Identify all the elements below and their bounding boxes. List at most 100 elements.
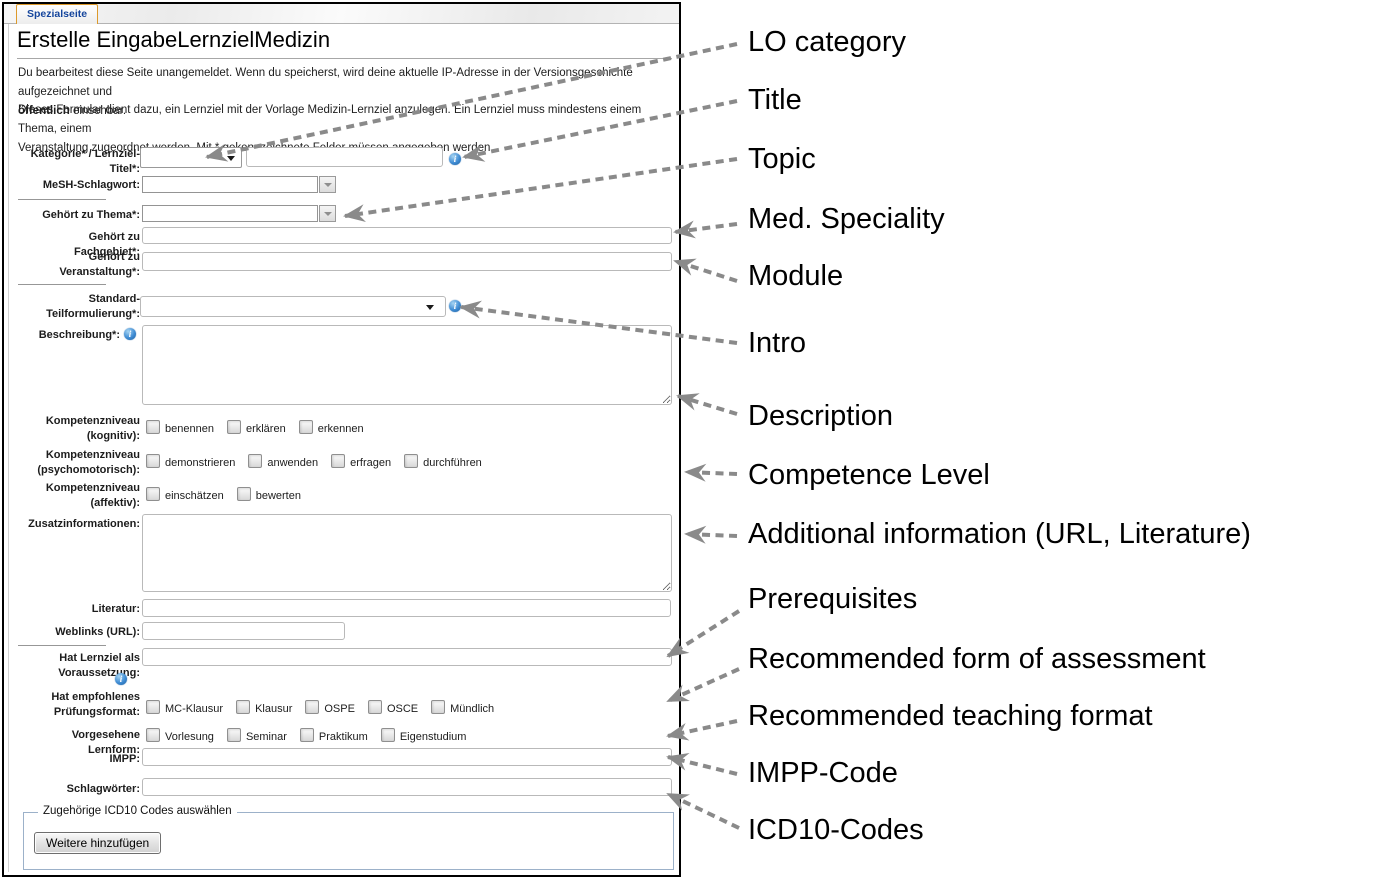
checkbox-benennen[interactable]: [146, 420, 160, 434]
label-standard-teilformulierung: Standard- Teilformulierung*:: [46, 293, 140, 320]
checkbox-label: Mündlich: [450, 703, 495, 715]
label-beschreibung: Beschreibung*:: [38, 329, 120, 341]
divider: [18, 645, 106, 646]
label-weblinks: Weblinks (URL):: [55, 626, 140, 638]
annotation-prerequisites: Prerequisites: [748, 583, 918, 615]
checkbox-demonstrieren[interactable]: [146, 454, 160, 468]
checkbox-ospe[interactable]: [305, 700, 320, 714]
notice-line1: Du bearbeitest diese Seite unangemeldet.…: [18, 67, 633, 98]
info-icon[interactable]: i: [449, 153, 461, 165]
checkbox-label: MC-Klausur: [165, 703, 224, 715]
checkbox-option-klausur: Klausur: [236, 700, 292, 715]
checkbox-einschätzen[interactable]: [146, 487, 160, 501]
divider: [18, 199, 106, 200]
annotation-topic: Topic: [748, 143, 816, 175]
checkbox-option-einschätzen: einschätzen: [146, 487, 224, 502]
gehoert-zu-veranstaltung-input[interactable]: [142, 252, 672, 271]
checkbox-option-erfragen: erfragen: [331, 454, 391, 469]
thema-dropdown-button[interactable]: [319, 205, 336, 222]
gehoert-zu-fachgebiet-input[interactable]: [142, 227, 672, 244]
checkbox-label: benennen: [165, 423, 214, 435]
label-pruefungsformat: Hat empfohlenes Prüfungsformat:: [51, 691, 140, 718]
checkbox-erklären[interactable]: [226, 420, 241, 434]
mesh-schlagwort-input[interactable]: [142, 176, 318, 193]
annotation-lo-category: LO category: [748, 26, 906, 58]
info-icon[interactable]: i: [124, 328, 136, 340]
checkbox-label: einschätzen: [165, 490, 224, 502]
tab-spezialseite[interactable]: Spezialseite: [16, 4, 99, 24]
label-lernform: Vorgesehene Lernform:: [71, 729, 140, 756]
checkbox-bewerten[interactable]: [236, 487, 251, 501]
checkbox-label: OSCE: [386, 703, 419, 715]
checkbox-label: Eigenstudium: [399, 731, 467, 743]
label-mesh: MeSH-Schlagwort:: [42, 179, 140, 191]
label-zusatzinformationen: Zusatzinformationen:: [28, 518, 140, 530]
literatur-input[interactable]: [142, 599, 671, 617]
weblinks-url-input[interactable]: [142, 622, 345, 640]
page-title: Erstelle EingabeLernzielMedizin: [17, 27, 672, 59]
checkbox-option-osce: OSCE: [367, 700, 419, 715]
kategorie-combobox[interactable]: [140, 147, 242, 168]
mesh-dropdown-button[interactable]: [319, 176, 336, 193]
checkbox-option-anwenden: anwenden: [248, 454, 318, 469]
label-impp: IMPP:: [109, 753, 140, 765]
checkbox-klausur[interactable]: [236, 700, 251, 714]
label-fachgebiet: Gehört zu Fachgebiet*:: [73, 231, 140, 258]
annotation-module: Module: [748, 260, 844, 292]
lernziel-titel-input[interactable]: [246, 147, 443, 167]
annotation-title: Title: [748, 84, 802, 116]
notice-bold: öffentlich: [18, 105, 70, 117]
label-kompetenzniveau-kognitiv: Kompetenzniveau (kognitiv):: [45, 415, 140, 442]
schlagwoerter-input[interactable]: [142, 778, 672, 796]
checkbox-seminar[interactable]: [226, 728, 241, 742]
beschreibung-textarea[interactable]: [142, 325, 672, 405]
checkbox-durchführen[interactable]: [404, 454, 419, 468]
checkbox-mündlich[interactable]: [431, 700, 446, 714]
checkbox-osce[interactable]: [367, 700, 382, 714]
checkbox-eigenstudium[interactable]: [380, 728, 395, 742]
checkbox-vorlesung[interactable]: [146, 728, 160, 742]
checkbox-praktikum[interactable]: [299, 728, 314, 742]
content-left-border: [8, 24, 9, 872]
add-more-button[interactable]: Weitere hinzufügen: [34, 832, 162, 854]
content-top-border: [4, 23, 679, 24]
checkbox-option-bewerten: bewerten: [236, 487, 301, 502]
checkbox-option-demonstrieren: demonstrieren: [146, 454, 235, 469]
notice-rest: einsehbar.: [69, 105, 127, 117]
divider: [18, 284, 106, 285]
checkbox-option-eigenstudium: Eigenstudium: [380, 728, 467, 743]
label-schlagwoerter: Schlagwörter:: [66, 783, 140, 795]
checkbox-option-erkennen: erkennen: [298, 420, 364, 435]
label-veranstaltung: Gehört zu Veranstaltung*:: [59, 251, 140, 278]
info-icon[interactable]: i: [449, 300, 461, 312]
checkbox-option-mündlich: Mündlich: [431, 700, 494, 715]
intro-line1: Dieses Formular dient dazu, ein Lernziel…: [18, 104, 642, 135]
checkbox-erfragen[interactable]: [331, 454, 346, 468]
checkbox-label: durchführen: [423, 457, 482, 469]
kognitiv-checkbox-group: benennen erklären erkennen: [146, 420, 377, 435]
checkbox-label: erklären: [245, 423, 286, 435]
voraussetzung-input[interactable]: [142, 648, 672, 666]
checkbox-label: erkennen: [317, 423, 364, 435]
checkbox-anwenden[interactable]: [248, 454, 263, 468]
annotation-recommended-form-of-assessment: Recommended form of assessment: [748, 643, 1206, 675]
gehoert-zu-thema-input[interactable]: [142, 205, 318, 222]
checkbox-label: Seminar: [245, 731, 287, 743]
checkbox-option-mc-klausur: MC-Klausur: [146, 700, 223, 715]
checkbox-erkennen[interactable]: [298, 420, 313, 434]
zusatzinformationen-textarea[interactable]: [142, 514, 672, 592]
checkbox-label: Praktikum: [318, 731, 368, 743]
annotation-impp-code: IMPP-Code: [748, 757, 898, 789]
standard-teilformulierung-select[interactable]: [140, 296, 446, 317]
label-thema: Gehört zu Thema*:: [42, 209, 140, 221]
checkbox-label: Vorlesung: [165, 731, 214, 743]
checkbox-mc-klausur[interactable]: [146, 700, 160, 714]
info-icon[interactable]: i: [115, 673, 127, 685]
impp-input[interactable]: [142, 748, 672, 766]
checkbox-label: bewerten: [255, 490, 301, 502]
icd10-fieldset-legend: Zugehörige ICD10 Codes auswählen: [38, 805, 237, 817]
label-literatur: Literatur:: [91, 603, 140, 615]
checkbox-option-seminar: Seminar: [226, 728, 287, 743]
lernform-checkbox-group: Vorlesung Seminar Praktikum Eigenstudium: [146, 728, 479, 743]
